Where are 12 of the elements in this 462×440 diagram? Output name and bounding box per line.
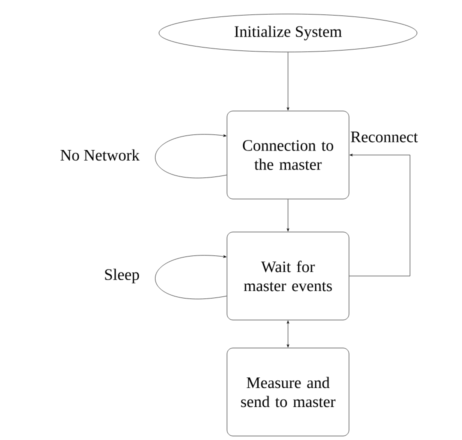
arrow	[155, 134, 227, 178]
edge-label: Reconnect	[350, 132, 418, 142]
arrow	[349, 154, 410, 276]
arrow	[286, 199, 290, 232]
process-box: Connection to the master	[226, 110, 350, 200]
arrow	[286, 52, 290, 110]
process-box: Measure and send to master	[226, 348, 350, 436]
edge-label: No Network	[60, 149, 140, 161]
arrow	[155, 255, 227, 299]
process-box: Wait for master events	[226, 232, 350, 320]
edge-label: Sleep	[105, 268, 139, 284]
arrow	[286, 320, 290, 348]
